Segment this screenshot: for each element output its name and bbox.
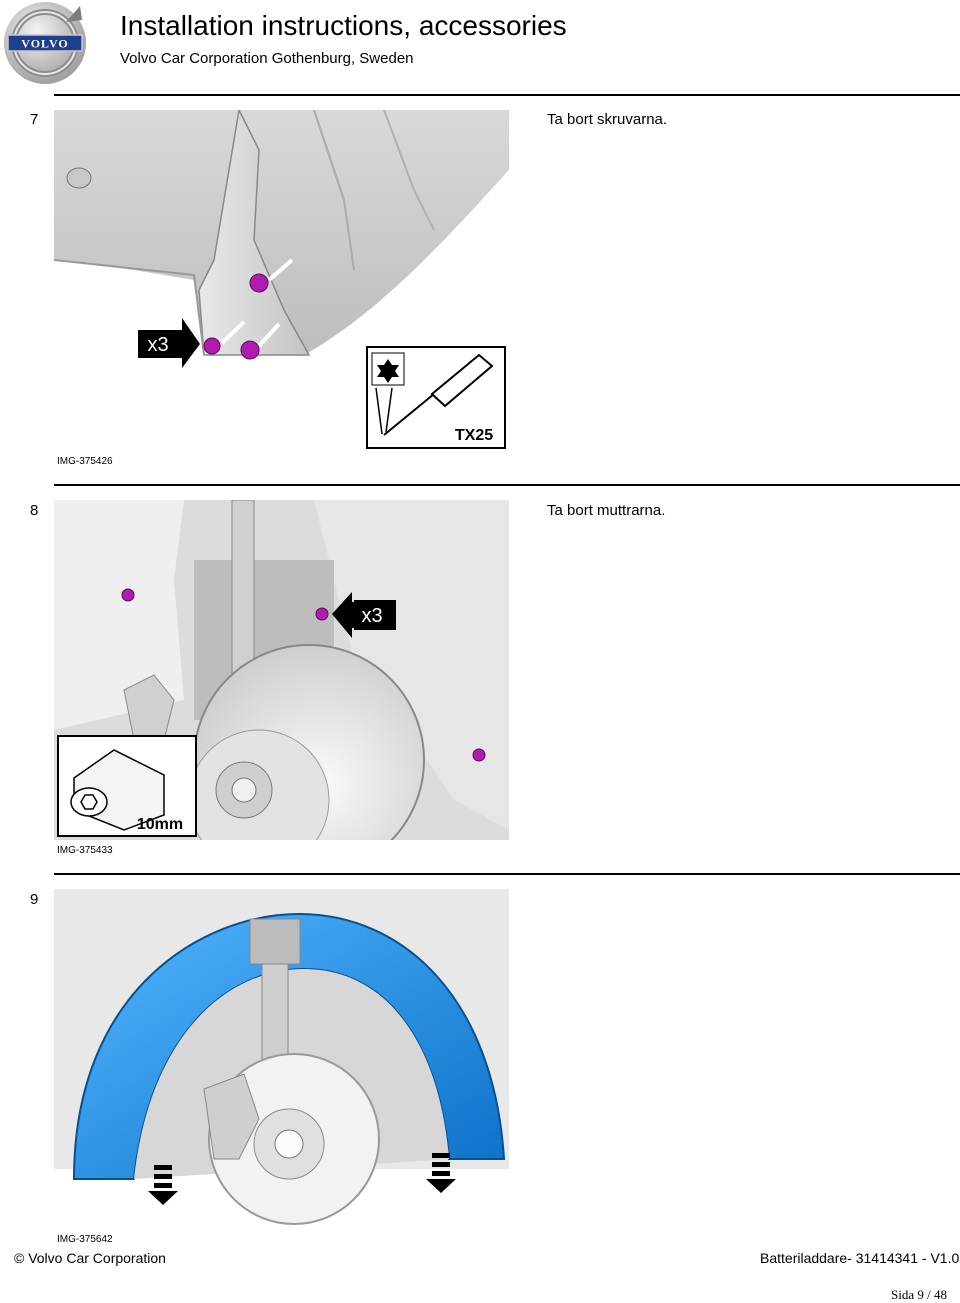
screw-icon <box>249 258 294 293</box>
step-number: 8 <box>30 502 39 519</box>
screw-icon <box>240 322 281 360</box>
quantity-callout: x3 <box>138 318 200 368</box>
step-divider <box>54 94 960 96</box>
svg-text:x3: x3 <box>147 334 168 356</box>
socket-wrench-icon: 10mm <box>57 735 197 837</box>
step-number: 7 <box>30 111 39 128</box>
step-illustration: x3 TX25 <box>54 110 509 450</box>
step-illustration <box>54 889 509 1229</box>
arrow-down-icon <box>148 1165 178 1205</box>
footer-document-id: Batteriladdare- 31414341 - V1.0 <box>760 1250 960 1266</box>
image-id: IMG-375433 <box>57 845 113 856</box>
image-id: IMG-375642 <box>57 1234 113 1245</box>
step-divider <box>54 484 960 486</box>
step-instruction: Ta bort skruvarna. <box>547 111 668 128</box>
screw-icon <box>203 320 246 355</box>
volvo-logo: VOLVO <box>4 2 86 84</box>
image-id: IMG-375426 <box>57 456 113 467</box>
svg-text:x3: x3 <box>361 605 382 627</box>
step-illustration: x3 10mm <box>54 500 509 840</box>
nut-icon <box>315 607 329 621</box>
nut-icon <box>121 588 135 602</box>
step-instruction: Ta bort muttrarna. <box>547 502 666 519</box>
svg-text:VOLVO: VOLVO <box>21 37 68 51</box>
step-divider <box>54 873 960 875</box>
footer-copyright: © Volvo Car Corporation <box>14 1250 166 1266</box>
step-number: 9 <box>30 891 39 908</box>
svg-text:10mm: 10mm <box>137 816 183 833</box>
document-subtitle: Volvo Car Corporation Gothenburg, Sweden <box>120 50 414 67</box>
torx-screwdriver-icon: TX25 <box>366 346 506 449</box>
svg-text:TX25: TX25 <box>455 427 493 444</box>
page-number: Sida 9 / 48 <box>891 1287 947 1302</box>
arrow-down-icon <box>426 1153 456 1193</box>
quantity-callout: x3 <box>332 592 396 638</box>
nut-icon <box>472 748 486 762</box>
document-title: Installation instructions, accessories <box>120 10 567 41</box>
